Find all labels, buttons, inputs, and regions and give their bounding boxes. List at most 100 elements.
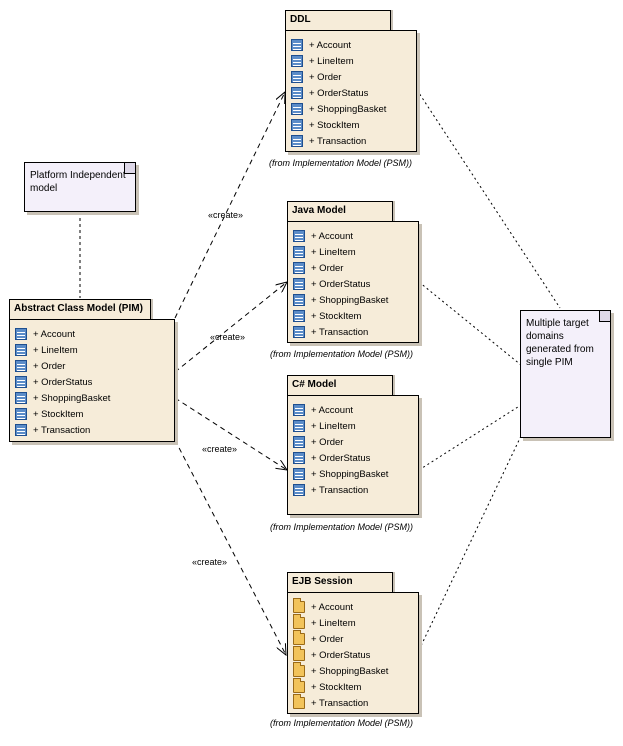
package-item[interactable]: + ShoppingBasket xyxy=(293,662,418,679)
package-item-label: + Transaction xyxy=(309,135,367,147)
package-item-label: + Transaction xyxy=(311,484,369,496)
class-icon xyxy=(15,408,27,420)
package-item-label: + LineItem xyxy=(309,55,354,67)
package-body: + Account+ LineItem + Order + OrderStatus +… xyxy=(287,395,419,515)
package-body: + Account+ LineItem+ Order+ OrderStatus+… xyxy=(285,30,417,152)
package-item[interactable]: + StockItem xyxy=(293,678,418,695)
class-icon xyxy=(293,230,305,242)
package-item-list: + Account+ LineItem+ Order+ OrderStatus+… xyxy=(286,31,416,149)
package-item[interactable]: + ShoppingBasket xyxy=(293,466,418,482)
class-icon xyxy=(15,392,27,404)
package-item[interactable]: + LineItem xyxy=(293,418,418,434)
package-item-label: + StockItem xyxy=(33,408,84,420)
package-item[interactable]: + LineItem xyxy=(293,244,418,260)
package-item[interactable]: + Transaction xyxy=(291,133,416,149)
package-item[interactable]: + ShoppingBasket xyxy=(291,101,416,117)
package-item-list: + Account+ LineItem + Order+ OrderStatus +… xyxy=(288,593,418,711)
package-item[interactable]: + Transaction xyxy=(15,422,174,438)
package-item[interactable]: + Order xyxy=(293,260,418,276)
class-icon xyxy=(291,55,303,67)
note-link-java xyxy=(418,281,522,366)
package-item[interactable]: + LineItem xyxy=(291,53,416,69)
package-title: Java Model xyxy=(287,201,393,221)
package-body: + Account + LineItem + Order + OrderStatus +… xyxy=(287,221,419,343)
folder-icon xyxy=(293,598,305,613)
package-item[interactable]: + ShoppingBasket xyxy=(15,390,174,406)
class-icon xyxy=(291,87,303,99)
folder-icon xyxy=(293,694,305,709)
package-item[interactable]: + StockItem xyxy=(291,117,416,133)
class-icon xyxy=(293,246,305,258)
package-item[interactable]: + Account xyxy=(293,598,418,615)
package-body: + Account+ LineItem+ Order+ OrderStatus+… xyxy=(9,319,175,442)
class-icon xyxy=(293,436,305,448)
package-item-label: + ShoppingBasket xyxy=(311,294,389,306)
package-item[interactable]: + OrderStatus xyxy=(293,450,418,466)
folder-icon xyxy=(293,630,305,645)
package-item-label: + ShoppingBasket xyxy=(311,468,389,480)
package-item[interactable]: + Account xyxy=(293,228,418,244)
package-item[interactable]: + Order xyxy=(15,358,174,374)
create-label-csharp: «create» xyxy=(202,444,237,454)
package-item-label: + StockItem xyxy=(311,681,362,693)
package-item-label: + Account xyxy=(311,230,353,242)
class-icon xyxy=(293,278,305,290)
package-item-list: + Account+ LineItem + Order + OrderStatus +… xyxy=(288,396,418,498)
create-label-ddl: «create» xyxy=(208,210,243,220)
package-origin-java: (from Implementation Model (PSM)) xyxy=(270,349,414,359)
package-item-label: + Order xyxy=(311,436,344,448)
note-fold xyxy=(599,311,610,322)
create-arrow-ejb xyxy=(174,439,286,655)
package-title: DDL xyxy=(285,10,391,30)
package-item[interactable]: + Account xyxy=(291,37,416,53)
class-icon xyxy=(293,326,305,338)
package-item[interactable]: + Account xyxy=(15,326,174,342)
note-platform-independent[interactable]: Platform Independent model xyxy=(24,162,136,212)
create-arrow-java xyxy=(174,282,287,373)
class-icon xyxy=(293,404,305,416)
class-icon xyxy=(293,262,305,274)
note-text: Platform Independent model xyxy=(30,170,126,194)
package-item[interactable]: + OrderStatus xyxy=(293,276,418,292)
class-icon xyxy=(291,119,303,131)
package-item[interactable]: + Transaction xyxy=(293,482,418,498)
package-item-label: + Order xyxy=(311,262,344,274)
package-item[interactable]: + Order xyxy=(291,69,416,85)
package-item[interactable]: + Account xyxy=(293,402,418,418)
note-multiple-targets[interactable]: Multiple target domains generated from s… xyxy=(520,310,611,438)
package-item[interactable]: + OrderStatus xyxy=(291,85,416,101)
package-item[interactable]: + LineItem xyxy=(15,342,174,358)
note-link-csharp xyxy=(418,404,522,471)
package-item-label: + OrderStatus xyxy=(311,278,371,290)
package-item-label: + LineItem xyxy=(311,246,356,258)
package-item[interactable]: + Order xyxy=(293,630,418,647)
folder-icon xyxy=(293,614,305,629)
package-item-label: + Order xyxy=(311,633,344,645)
package-item[interactable]: + LineItem xyxy=(293,614,418,631)
class-icon xyxy=(15,424,27,436)
package-item[interactable]: + Transaction xyxy=(293,694,418,711)
package-item[interactable]: + ShoppingBasket xyxy=(293,292,418,308)
package-item[interactable]: + OrderStatus xyxy=(293,646,418,663)
package-item[interactable]: + Order xyxy=(293,434,418,450)
package-item[interactable]: + StockItem xyxy=(15,406,174,422)
package-origin-csharp: (from Implementation Model (PSM)) xyxy=(270,522,414,532)
create-arrow-csharp xyxy=(174,397,287,470)
package-title: EJB Session xyxy=(287,572,393,592)
package-item-label: + Order xyxy=(33,360,66,372)
package-item[interactable]: + OrderStatus xyxy=(15,374,174,390)
package-body: + Account+ LineItem + Order+ OrderStatus +… xyxy=(287,592,419,714)
package-item[interactable]: + StockItem xyxy=(293,308,418,324)
create-label-ejb: «create» xyxy=(192,557,227,567)
package-item-label: + ShoppingBasket xyxy=(311,665,389,677)
package-origin-ddl: (from Implementation Model (PSM)) xyxy=(269,158,413,168)
class-icon xyxy=(293,294,305,306)
package-item-label: + Transaction xyxy=(33,424,91,436)
package-item-label: + Account xyxy=(311,601,353,613)
folder-icon xyxy=(293,678,305,693)
create-arrow-ddl xyxy=(174,92,285,319)
class-icon xyxy=(293,484,305,496)
package-item[interactable]: + Transaction xyxy=(293,324,418,340)
